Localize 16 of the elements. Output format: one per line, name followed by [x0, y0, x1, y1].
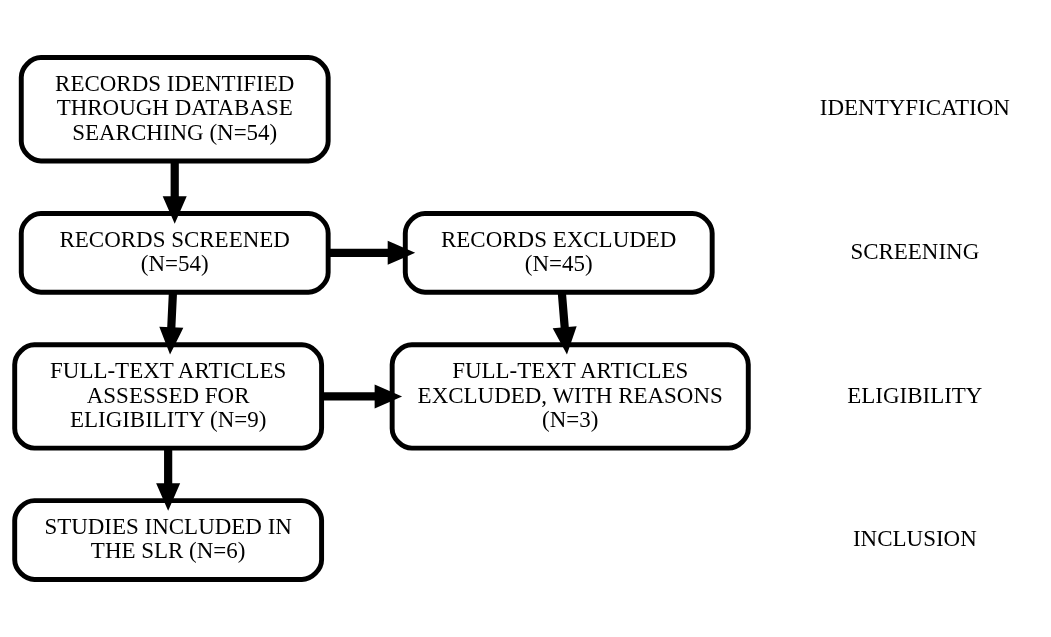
label: SCREENING — [850, 238, 980, 264]
label: ELIGIBILITY — [847, 382, 983, 408]
node-box: RECORDS IDENTIFIED THROUGH DATABASE SEARCHING (N=54) — [18, 55, 331, 164]
arrow — [322, 384, 403, 409]
arrow — [159, 292, 184, 355]
label: IDENTYFICATION — [819, 95, 1010, 121]
arrow — [328, 240, 416, 265]
label: INCLUSION — [852, 526, 977, 552]
arrow — [162, 161, 187, 224]
node-box: FULL-TEXT ARTICLES EXCLUDED, WITH REASONS (N=3) — [389, 342, 751, 451]
arrow — [552, 292, 577, 355]
node-box: RECORDS SCREENED (N=54) — [18, 211, 331, 295]
node-box: STUDIES INCLUDED IN THE SLR (N=6) — [12, 498, 325, 582]
arrow — [156, 448, 181, 511]
node-box: RECORDS EXCLUDED (N=45) — [402, 211, 715, 295]
node-box: FULL-TEXT ARTICLES ASSESSED FOR ELIGIBILITY (N=9) — [12, 342, 325, 451]
